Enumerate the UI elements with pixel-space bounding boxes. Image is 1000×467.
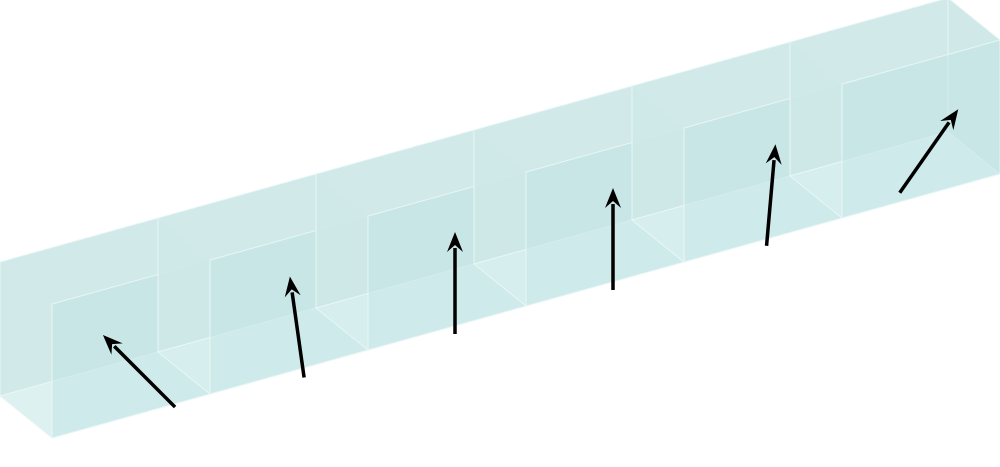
spin-arrow-shaft: [898, 121, 951, 194]
spin-arrow: [284, 276, 306, 378]
spin-arrow-head: [765, 144, 782, 165]
spin-arrow-head: [605, 188, 621, 208]
spin-arrow: [605, 188, 621, 290]
spin-arrow-shaft: [764, 159, 776, 246]
lattice-cell: [156, 172, 370, 395]
spin-arrow: [764, 144, 782, 246]
spin-arrow-head: [284, 276, 301, 298]
spin-arrow: [898, 109, 959, 194]
cell-front-face: [841, 39, 1000, 219]
spin-arrow-shaft: [113, 345, 177, 409]
spin-arrow-head: [940, 109, 959, 131]
lattice-cell: [788, 0, 1000, 219]
spin-arrow: [447, 232, 463, 334]
spin-arrow-head: [102, 334, 123, 355]
spin-arrow-shaft: [290, 292, 306, 378]
spin-arrow: [102, 334, 177, 409]
spin-arrow-head: [447, 232, 463, 252]
